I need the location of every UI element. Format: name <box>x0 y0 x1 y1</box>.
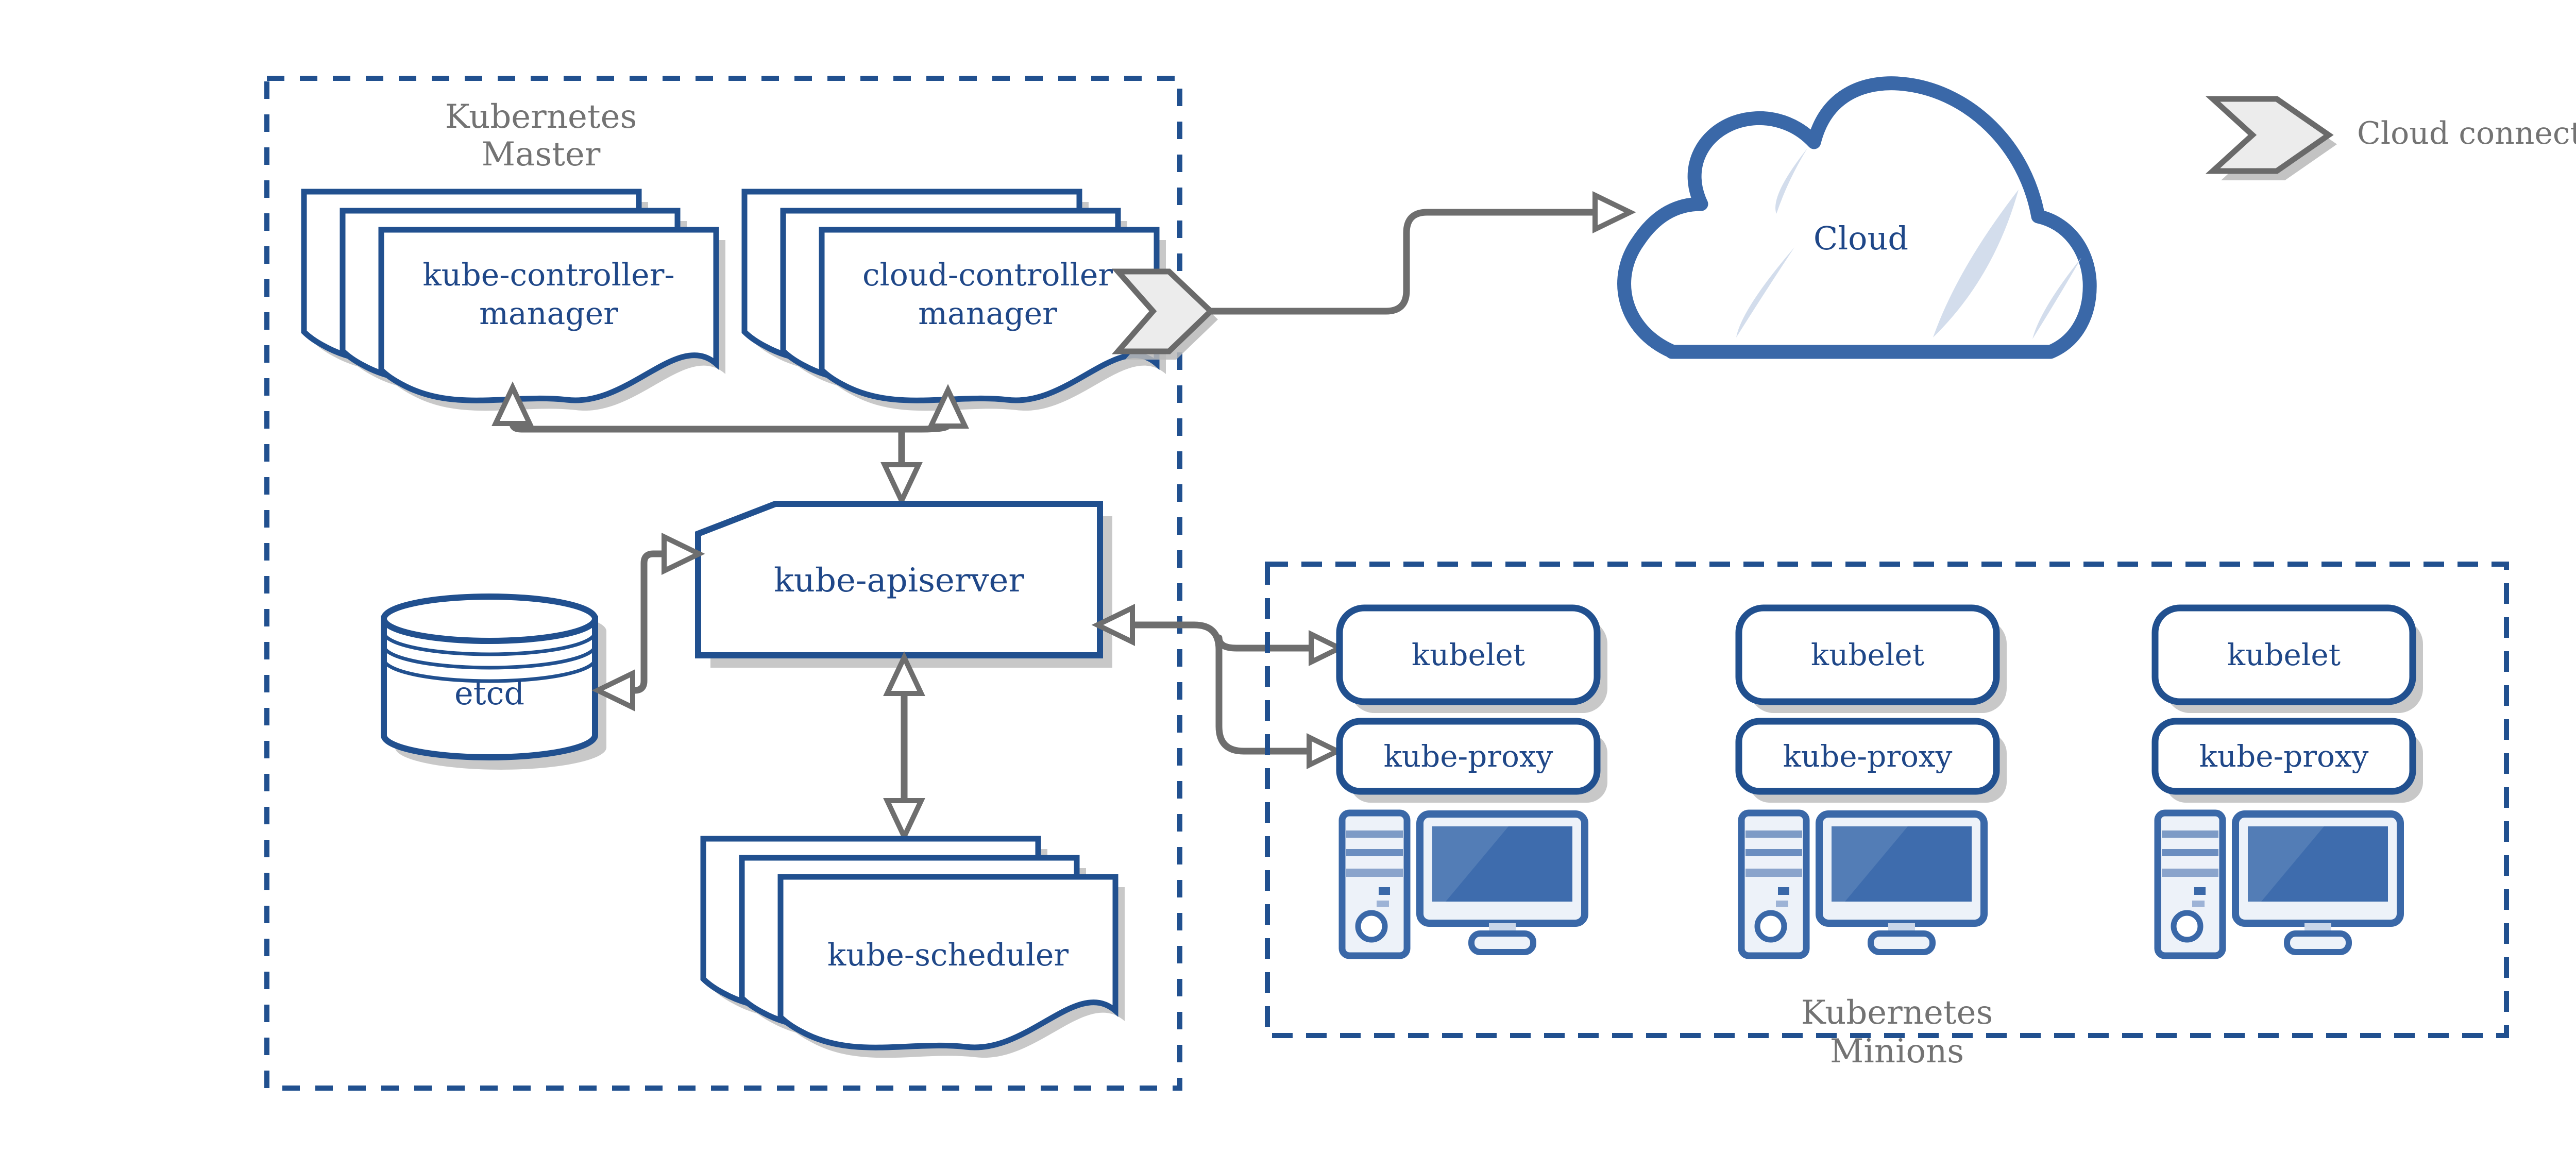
minion-node-2: kubelet kube-proxy <box>1735 604 2007 959</box>
workstation-icon <box>1338 809 1588 959</box>
kube-scheduler-stack: kube-scheduler <box>700 836 1125 1058</box>
arrowhead-up-cloud-controller <box>927 384 969 429</box>
legend-cloud-connector: Cloud connector <box>2205 96 2576 180</box>
master-title-line1: Kubernetes <box>445 98 637 136</box>
workstation-icon <box>2154 809 2404 959</box>
kube-apiserver-label: kube-apiserver <box>774 562 1024 600</box>
arrowhead-right-kubelet <box>1309 630 1346 667</box>
arrowhead-left-etcd <box>591 669 635 711</box>
minion-node-3: kubelet kube-proxy <box>2151 604 2423 959</box>
cloud-sliver <box>2032 258 2081 339</box>
kubelet-label: kubelet <box>1412 637 1525 672</box>
cloud-controller-manager-label-line1: cloud-controller <box>862 257 1113 293</box>
cylinder-ring <box>382 632 597 656</box>
kubelet-label: kubelet <box>1811 637 1924 672</box>
apiserver-minions-connector <box>1091 604 1346 770</box>
kube-proxy-box <box>1735 718 2000 795</box>
arrowhead-down-apiserver <box>880 462 923 507</box>
kubernetes-master-boundary <box>264 76 1182 1091</box>
arrowhead-up-apiserver <box>883 651 925 696</box>
document-front <box>378 227 719 403</box>
kubernetes-minions-boundary <box>1265 562 2509 1038</box>
kube-controller-manager-label-line2: manager <box>479 296 618 332</box>
etcd-label: etcd <box>454 674 524 712</box>
arrowhead-up-kube-controller <box>492 381 534 426</box>
minions-title-line2: Minions <box>1830 1032 1964 1071</box>
cloud-controller-manager-label-line2: manager <box>918 296 1057 332</box>
document-front <box>777 874 1118 1050</box>
kube-proxy-box <box>1336 718 1601 795</box>
minions-title-line1: Kubernetes <box>1801 994 1993 1032</box>
arrowhead-right-cloud <box>1592 191 1636 233</box>
cloud-label: Cloud <box>1814 219 1908 257</box>
kubelet-box <box>2151 604 2416 705</box>
cloud-link-connector <box>1207 191 1636 315</box>
kube-proxy-label: kube-proxy <box>2199 739 2369 774</box>
kube-proxy-label: kube-proxy <box>1384 739 1553 774</box>
cloud-sliver <box>1933 190 2019 337</box>
kube-proxy-label: kube-proxy <box>1783 739 1953 774</box>
kubelet-box <box>1336 604 1601 705</box>
document-front <box>819 227 1160 403</box>
arrowhead-right-kube-proxy <box>1307 733 1344 770</box>
legend-chevron-icon <box>2205 96 2334 174</box>
cloud-shape: Cloud <box>1617 76 2097 359</box>
workstation-icon <box>1738 809 1988 959</box>
legend-label: Cloud connector <box>2357 115 2576 151</box>
kube-controller-manager-stack: kube-controller- manager <box>301 189 725 411</box>
controllers-apiserver-connector <box>492 381 969 507</box>
cloud-connector-icon <box>1111 268 1218 360</box>
cloud-controller-manager-stack: cloud-controller manager <box>741 189 1166 411</box>
apiserver-scheduler-connector <box>883 651 925 843</box>
cloud-sliver <box>1775 148 1807 214</box>
kube-scheduler-label: kube-scheduler <box>827 937 1069 973</box>
arrowhead-right-apiserver <box>662 533 705 575</box>
arrowhead-left-apiserver <box>1091 604 1135 646</box>
cylinder-ring <box>382 645 597 670</box>
kubelet-box <box>1735 604 2000 705</box>
kubelet-label: kubelet <box>2227 637 2341 672</box>
arrowhead-down-scheduler <box>883 798 925 843</box>
etcd-apiserver-connector <box>591 533 705 711</box>
master-title-line2: Master <box>482 135 601 174</box>
minion-node-1: kubelet kube-proxy <box>1336 604 1607 959</box>
cylinder-ring <box>382 658 597 683</box>
kube-proxy-box <box>2151 718 2416 795</box>
kube-controller-manager-label-line1: kube-controller- <box>422 257 674 293</box>
kube-apiserver-box: kube-apiserver <box>695 501 1112 668</box>
etcd-database: etcd <box>381 594 606 770</box>
